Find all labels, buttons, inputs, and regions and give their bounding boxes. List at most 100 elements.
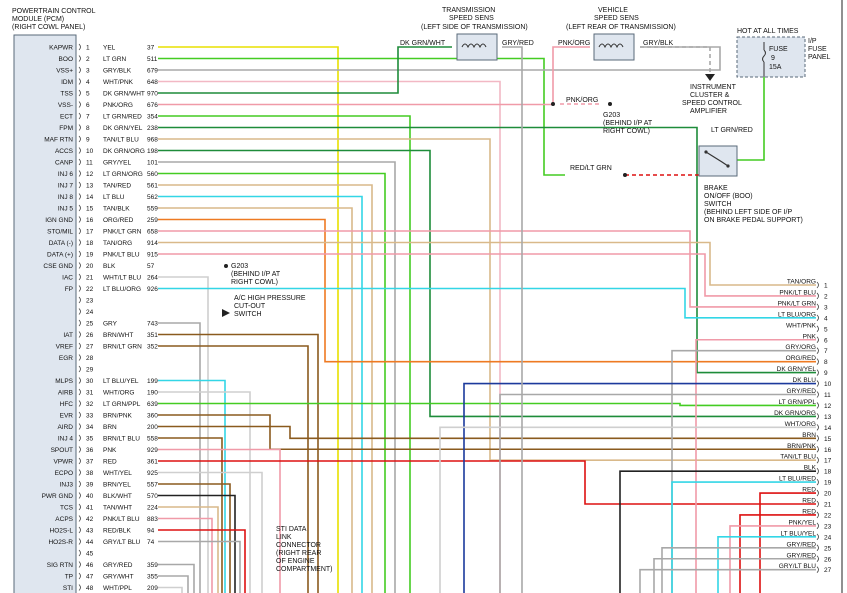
vss-label-2: SPEED SENS	[594, 15, 639, 22]
pin-function-label: IGN GND	[45, 217, 73, 224]
wire-pin-36	[158, 448, 281, 593]
vss-body	[593, 33, 635, 61]
sti-label-4: (RIGHT REAR	[276, 550, 321, 557]
pin-circuit-number: 74	[147, 539, 155, 546]
trans-speed-sensor-label-2: SPEED SENS	[449, 15, 494, 22]
connector-mark	[78, 216, 81, 223]
pin-function-label: DATA (+)	[47, 252, 73, 259]
connector-mark	[816, 391, 819, 398]
pin-function-label: STO/MIL	[47, 229, 73, 236]
pin-function-label: VPWR	[54, 459, 74, 466]
cluster-label-3: SPEED CONTROL	[682, 100, 742, 107]
right-pin-wire-label: ORG/RED	[786, 355, 817, 362]
right-pin-number: 23	[824, 523, 832, 530]
right-pin-number: 6	[824, 337, 828, 344]
connector-mark	[816, 424, 819, 431]
connector-mark	[78, 538, 81, 545]
trans-speed-sensor-label-3: (LEFT SIDE OF TRANSMISSION)	[421, 24, 528, 31]
pin-function-label: TP	[65, 574, 73, 581]
pcm-pin-23: 23	[78, 296, 94, 305]
tss-wire-right-label: GRY/RED	[502, 40, 534, 47]
connector-mark	[78, 296, 81, 304]
pin-function-label: INJ 4	[58, 436, 74, 443]
pin-circuit-number: 558	[147, 436, 158, 443]
pin-number: 16	[86, 217, 94, 224]
connector-mark	[78, 446, 81, 453]
connector-mark	[816, 500, 819, 508]
connector-mark	[78, 158, 81, 166]
pin-wire-color: DK GRN/WHT	[103, 91, 145, 98]
connector-mark	[816, 566, 819, 573]
pcm-pin-29: 29	[78, 365, 94, 374]
connector-mark	[78, 423, 81, 430]
pin-number: 13	[86, 183, 94, 190]
brake-label-3: SWITCH	[704, 201, 732, 208]
wire-pin-1	[158, 46, 339, 593]
connector-mark	[78, 308, 81, 315]
brake-switch: LT GRN/RED RED/LT GRN BRAKE ON/OFF (BOO)…	[570, 127, 803, 224]
pin-wire-color: BRN/LT GRN	[103, 344, 142, 351]
wire-right-11	[499, 393, 816, 593]
g203-middle-label-2: (BEHIND I/P AT	[231, 271, 281, 278]
connector-mark	[78, 515, 81, 522]
fuse-panel-name-3: PANEL	[808, 54, 831, 61]
cluster-label-4: AMPLIFIER	[690, 108, 727, 115]
wire-fuse-lt-grn-red	[737, 77, 765, 161]
wire-pin-12	[158, 172, 386, 593]
pin-number: 6	[86, 102, 90, 109]
arrow-down-icon	[705, 74, 715, 81]
connector-mark	[78, 503, 81, 511]
connector-mark	[816, 402, 819, 409]
connector-mark	[78, 147, 81, 154]
connector-mark	[78, 342, 81, 350]
ac-label-3: SWITCH	[234, 311, 262, 318]
pin-number: 1	[86, 45, 90, 52]
right-pin-number: 26	[824, 556, 832, 563]
pin-circuit-number: 562	[147, 194, 158, 201]
pin-function-label: FP	[65, 286, 73, 293]
pin-function-label: EVR	[60, 413, 74, 420]
right-pin-wire-label: WHT/PNK	[786, 322, 817, 329]
connector-mark	[816, 281, 819, 289]
right-pin-number: 24	[824, 534, 832, 541]
connector-mark	[816, 511, 819, 519]
right-pin-number: 11	[824, 392, 831, 399]
arrow-right-icon	[222, 309, 230, 317]
connector-mark	[78, 526, 81, 534]
fuse-label-2: 9	[771, 55, 775, 62]
right-pin-wire-label: RED	[802, 487, 816, 494]
wire-pin-42	[158, 517, 213, 593]
pin-circuit-number: 238	[147, 125, 158, 132]
ac-pressure-switch: A/C HIGH PRESSURE CUT-OUT SWITCH	[234, 295, 306, 318]
pin-number: 34	[86, 424, 94, 431]
pin-circuit-number: 200	[147, 424, 158, 431]
pin-wire-color: GRY/BLK	[103, 68, 132, 75]
wire-pin-3	[158, 46, 721, 71]
pin-function-label: ECT	[60, 114, 73, 121]
pin-wire-color: YEL	[103, 45, 116, 52]
pin-function-label: INJ3	[60, 482, 74, 489]
pin-circuit-number: 354	[147, 114, 158, 121]
pin-circuit-number: 968	[147, 137, 158, 144]
pin-function-label: FPM	[59, 125, 73, 132]
pin-number: 32	[86, 401, 94, 408]
pin-circuit-number: 352	[147, 344, 158, 351]
sti-label-2: LINK	[276, 534, 292, 541]
right-pin-wire-label: BRN/PNK	[787, 443, 817, 450]
right-pin-wire-label: LT BLU/RED	[779, 476, 816, 483]
